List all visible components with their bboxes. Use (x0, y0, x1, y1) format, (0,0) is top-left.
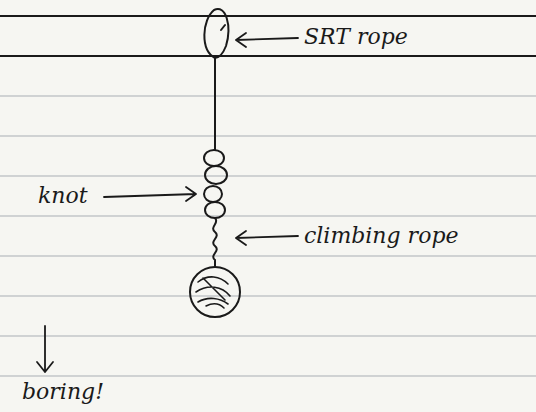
note-label: boring! (20, 379, 106, 404)
beam-edge (0, 15, 536, 17)
rope-coil-scribble (196, 277, 230, 308)
ruled-line (0, 256, 536, 257)
rope-label: climbing rope (302, 223, 460, 248)
beam-edge (0, 55, 536, 57)
rope-rig (190, 9, 240, 317)
ruled-line (0, 176, 536, 177)
rope-coil (190, 267, 240, 317)
knot-bead (204, 186, 222, 202)
srt-rope (214, 58, 216, 150)
knot-bead (204, 150, 224, 166)
leader-arrows (37, 33, 298, 372)
climbing-rope-arrow (236, 231, 298, 245)
ruled-line (0, 96, 536, 97)
ruled-line (0, 336, 536, 337)
knot-label: knot (36, 183, 90, 208)
knot-bead (205, 166, 227, 184)
ruled-lines (0, 96, 536, 376)
beam (0, 16, 536, 56)
ruled-line (0, 376, 536, 377)
ruled-line (0, 216, 536, 217)
anchor-loop (204, 9, 228, 58)
climbing-rope (213, 218, 217, 266)
knot-arrow (104, 187, 196, 201)
down-arrow (37, 326, 53, 372)
srt-rope-arrow (236, 33, 298, 47)
anchor-loop-tick (221, 25, 225, 30)
rope-label: SRT rope (302, 24, 410, 49)
ruled-line (0, 296, 536, 297)
knot-bead (205, 202, 225, 218)
ruled-line (0, 136, 536, 137)
